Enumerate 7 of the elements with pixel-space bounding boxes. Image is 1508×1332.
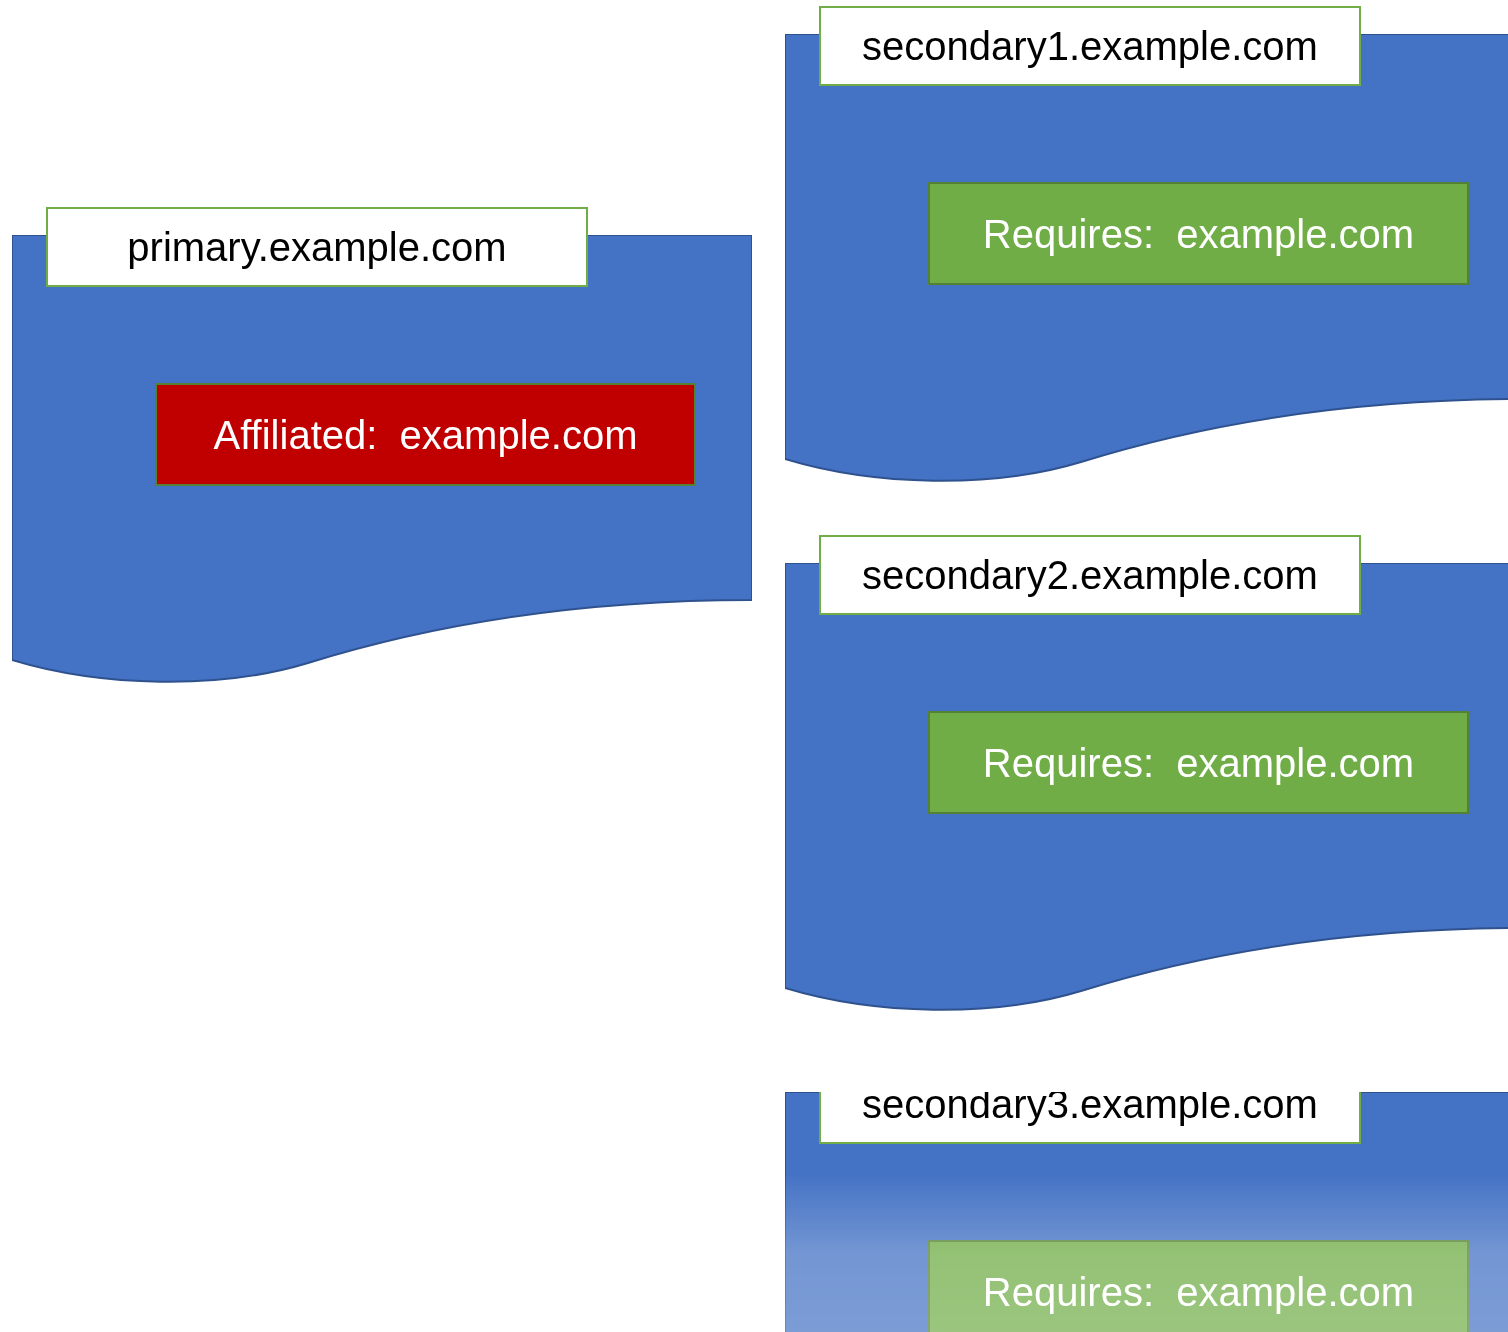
title-label: primary.example.com: [46, 207, 588, 287]
status-box: Requires: example.com: [928, 1240, 1469, 1332]
title-label: secondary2.example.com: [819, 535, 1361, 615]
status-box: Requires: example.com: [928, 711, 1469, 814]
status-box: Requires: example.com: [928, 182, 1469, 285]
title-label: secondary1.example.com: [819, 6, 1361, 86]
status-box: Affiliated: example.com: [155, 383, 696, 486]
